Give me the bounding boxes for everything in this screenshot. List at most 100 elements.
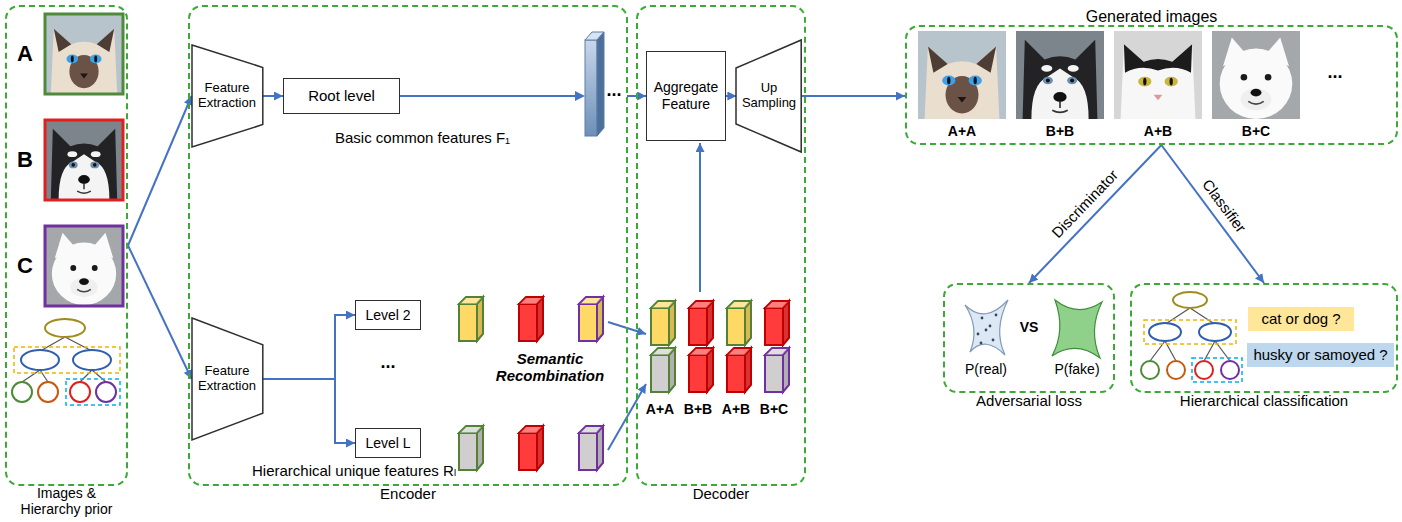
image-letter: C [17, 253, 33, 278]
feature-caption: Hierarchical unique features Rₗ [252, 462, 456, 479]
distribution-blob [1052, 300, 1102, 358]
image-caption: B+C [1242, 122, 1270, 140]
recombined-features [651, 348, 675, 392]
node-text: husky or samoyed ? [1253, 346, 1387, 364]
group-heading: Decoder [693, 485, 750, 503]
feature-cubes [519, 426, 543, 470]
hierarchy-tree [1199, 323, 1231, 341]
input-photos [45, 14, 123, 306]
hierarchy-tree [12, 382, 32, 402]
distribution-blob [995, 314, 998, 317]
hierarchy-tree [1141, 361, 1159, 379]
process-box: Aggregate Feature [646, 51, 726, 141]
feature-cubes [519, 297, 543, 341]
input-photos [45, 120, 123, 200]
combination-label: B+C [760, 400, 788, 418]
feature-extractor: Feature Extraction [192, 45, 263, 147]
operation-label: Semantic Recombination [488, 350, 612, 385]
flow-arrow [1029, 145, 1161, 283]
node-label: Level L [365, 435, 410, 451]
recombined-features [689, 348, 713, 392]
image-caption: B+B [1046, 123, 1074, 139]
hierarchy-tree [40, 370, 48, 382]
flow-arrow [262, 379, 355, 443]
feature-caption: Hierarchical unique features Rₗ [252, 462, 456, 480]
feature-map [585, 40, 597, 136]
edge-label: Discriminator [1047, 165, 1123, 243]
generated-photos [918, 31, 1006, 119]
operation-label: Semantic Recombination [488, 350, 612, 385]
distribution-blob [992, 339, 995, 342]
hierarchy-tree [1167, 361, 1185, 379]
feature-cubes [459, 297, 483, 341]
node-label: Root level [308, 87, 375, 104]
hierarchy-tree [1195, 361, 1213, 379]
ellipsis: ... [606, 80, 621, 101]
hierarchy-tree [1192, 358, 1242, 382]
recombined-features [727, 301, 751, 345]
image-caption: B+C [1242, 123, 1270, 139]
ellipsis: ... [380, 352, 395, 373]
group-heading: Generated images [1086, 8, 1218, 26]
group-heading: Adversarial loss [976, 392, 1082, 410]
group-heading: Images & Hierarchy prior [9, 485, 125, 517]
probability-label: P(fake) [1054, 360, 1099, 378]
process-box: Root level [283, 78, 400, 114]
feature-map [597, 32, 604, 136]
combination-label: A+A [646, 400, 674, 418]
group-heading: Hierarchical classification [1180, 392, 1348, 409]
versus-label: VS [1020, 319, 1039, 335]
input-group: Images & Hierarchy prior [5, 5, 128, 486]
node-text: Up Sampling [736, 81, 801, 111]
flow-arrow [128, 246, 192, 380]
hierarchy-tree [1144, 320, 1236, 344]
flow-arrow [802, 95, 905, 97]
generated-photos [918, 31, 1300, 119]
aggregate-arrow [700, 143, 701, 292]
node-label: Up Sampling [736, 81, 801, 111]
ellipsis: ... [1327, 62, 1342, 83]
image-caption: B+B [1046, 122, 1074, 140]
image-caption: A+B [1144, 122, 1172, 140]
distribution-blob [977, 314, 998, 345]
hierarchy-tree [65, 337, 90, 350]
flow-arrow [1161, 145, 1264, 283]
node-label: Aggregate Feature [647, 79, 725, 111]
recombined-features [689, 301, 713, 345]
hierarchy-tree [92, 370, 106, 382]
combination-label: A+B [722, 401, 750, 417]
node-label: Feature Extraction [192, 81, 263, 111]
upsampler: Up Sampling [736, 40, 801, 152]
input-photos [45, 227, 123, 305]
trapezoid-shape [192, 318, 263, 440]
image-letter: C [17, 253, 33, 278]
flow-arrow [262, 95, 283, 97]
hierarchy-tree [21, 350, 59, 370]
combination-label: B+C [760, 401, 788, 417]
hierarchy-tree [80, 370, 92, 382]
image-letter: B [17, 147, 33, 172]
recombined-features [765, 301, 789, 345]
input-photos [45, 14, 123, 94]
feature-cubes [459, 426, 483, 470]
image-letter: A [17, 41, 33, 66]
probability-label: P(real) [965, 360, 1007, 378]
edge-label: Discriminator [1047, 165, 1123, 244]
distribution-blob [981, 317, 984, 320]
feature-cubes [579, 297, 603, 341]
hierarchy-tree [70, 382, 90, 402]
feature-caption: Basic common features F₁ [335, 129, 510, 147]
combination-label: A+A [646, 401, 674, 417]
hierarchy-tree [1221, 361, 1239, 379]
versus-label: VS [1020, 318, 1039, 336]
node-text: Aggregate Feature [647, 79, 725, 112]
recombined-features [765, 348, 789, 392]
flow-arrow [726, 95, 737, 97]
recombined-features [727, 348, 751, 392]
classifier-group: cat or dog ?husky or samoyed ?Hierarchic… [1130, 283, 1398, 393]
feature-caption: Basic common features F₁ [335, 129, 510, 146]
distribution-blob [977, 333, 980, 336]
node-text: Feature Extraction [192, 81, 263, 111]
